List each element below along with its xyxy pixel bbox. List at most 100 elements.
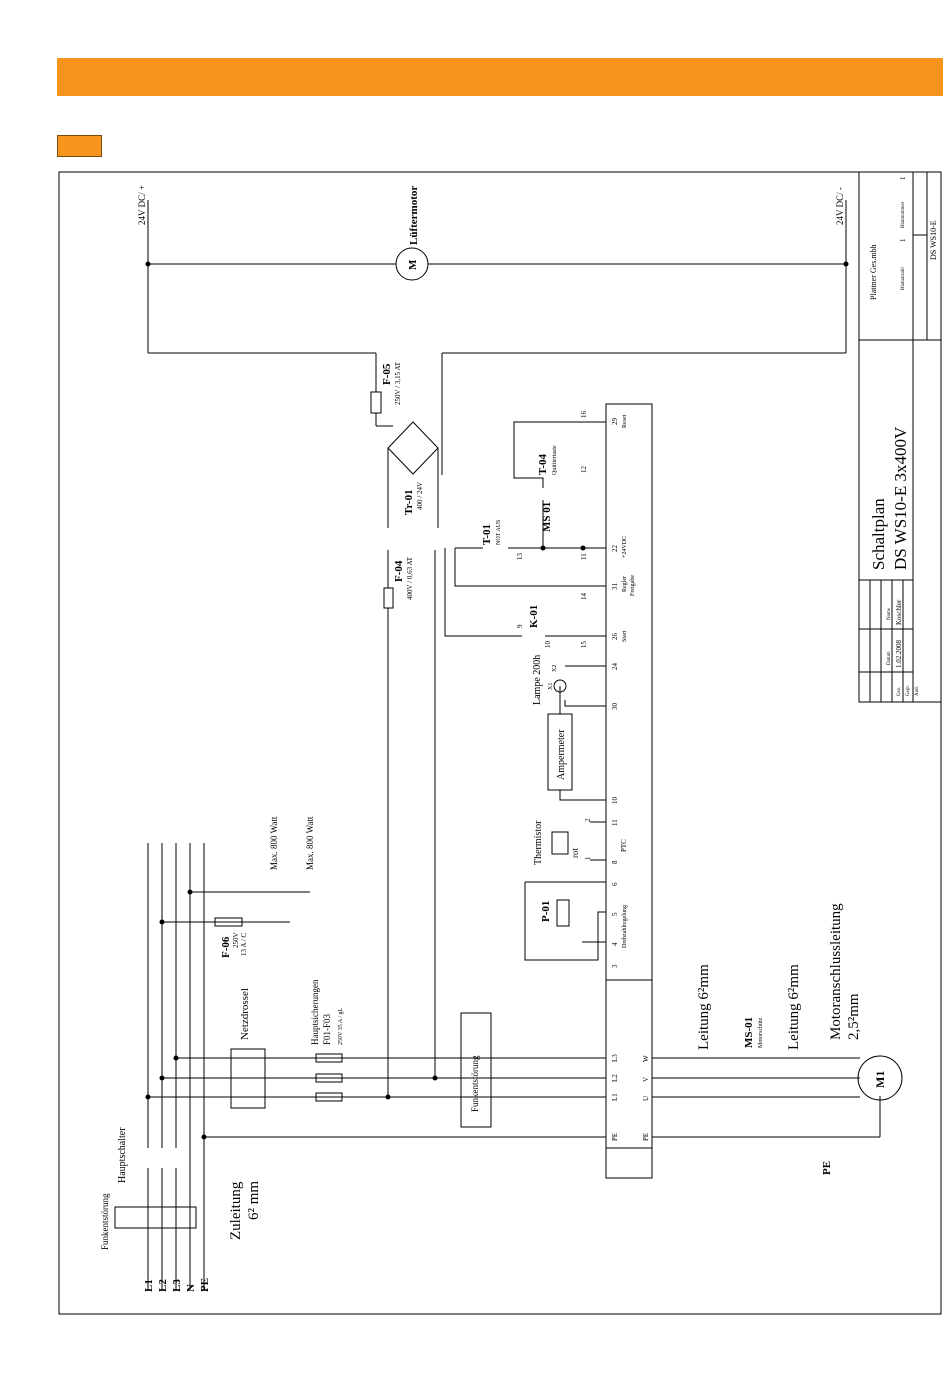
pe-earth-label: PE <box>821 1161 833 1175</box>
terminal-pe-in: PE <box>611 1133 619 1141</box>
funkentstoerung-main-box <box>114 1206 197 1229</box>
wire-11: 11 <box>580 553 588 560</box>
tb-col-name: Name <box>887 607 892 620</box>
thermistor-label: Thermistor <box>533 820 544 865</box>
netzdrossel-label: Netzdrossel <box>239 988 251 1040</box>
funkentstoerung-box <box>460 1012 492 1128</box>
f01f03-label: F01-F03 <box>322 1013 332 1045</box>
fan-symbol: M <box>407 259 419 270</box>
wire-12: 12 <box>580 466 588 474</box>
fuse-f05 <box>370 391 382 414</box>
supply-pe: PE <box>199 1278 211 1292</box>
funkentstoerung-main-label: Funkentstörung <box>100 1193 110 1250</box>
f04-rating: 400V / 0,63 AT <box>406 556 414 600</box>
leitung-label-2: Leitung 6²mm <box>786 964 802 1050</box>
terminal-22: 22 <box>611 545 619 553</box>
terminal-30: 30 <box>611 703 619 711</box>
tb-date: 1.02.2008 <box>895 640 903 669</box>
f05-rating: 250V / 3,15 AT <box>394 361 402 405</box>
motor-m1 <box>857 1055 903 1101</box>
f06-voltage: 250V <box>232 932 240 948</box>
terminal-10: 10 <box>611 797 619 805</box>
control-wiring <box>444 421 606 961</box>
zuleitung-label: Zuleitung <box>228 1181 244 1240</box>
supply-l2: L2 <box>157 1279 169 1292</box>
tb-name: Koschler <box>895 599 903 625</box>
terminal-8: 8 <box>611 860 619 864</box>
wire-13: 13 <box>516 553 524 561</box>
tb-sheet-no-label: Blattnummer <box>901 201 906 228</box>
header-tag <box>57 135 102 157</box>
tb-company: Plattner Ges.mbh <box>869 244 878 300</box>
motor-size-label: 2,5²mm <box>846 993 862 1040</box>
tb-title-1: Schaltplan <box>869 498 888 570</box>
x1-label: X1 <box>548 683 554 690</box>
terminal-w: W <box>642 1055 650 1062</box>
tr01-rating: 400 / 24V <box>416 482 424 510</box>
tb-row-gepr: Gepr. <box>906 685 911 696</box>
tr01-label: Tr-01 <box>403 489 415 515</box>
junction-dots <box>145 261 849 1140</box>
thermistor-box <box>551 831 569 855</box>
tb-sheet-no: 1 <box>899 176 907 180</box>
terminal-v: V <box>642 1077 650 1082</box>
motorschuetz-label: Motorschütz <box>758 1017 764 1048</box>
fuse-f04 <box>383 587 394 609</box>
terminal-3: 3 <box>611 964 619 968</box>
tb-sheet-count: 1 <box>899 238 907 242</box>
lamp-symbol <box>553 679 567 693</box>
f05-label: F-05 <box>381 363 393 385</box>
wire-10: 10 <box>544 641 552 649</box>
terminal-11: 11 <box>611 819 619 826</box>
hauptschalter-label: Hauptschalter <box>117 1127 128 1183</box>
supply-n: N <box>185 1284 197 1292</box>
terminal-regler: Regler <box>622 576 628 592</box>
terminal-reset: Reset <box>622 414 628 428</box>
ampmeter-box <box>547 713 573 791</box>
terminal-26: 26 <box>611 633 619 641</box>
motoranschluss-label: Motoranschlussleitung <box>828 903 844 1040</box>
k01-label: K-01 <box>528 605 540 628</box>
transformer <box>387 550 436 1078</box>
terminal-freigabe: Freigabe <box>630 575 636 596</box>
max800-label-1: Max. 800 Watt <box>269 816 279 870</box>
fan-label: Lüftermotor <box>408 186 420 245</box>
wire-15: 15 <box>580 641 588 649</box>
dc-rails <box>147 200 847 475</box>
drawing-frame <box>58 171 942 1315</box>
dc-minus-label: 24V DC/ - <box>835 187 845 225</box>
terminal-l3: L3 <box>611 1054 619 1062</box>
tb-sheet-count-label: Blattanzahl <box>901 267 906 290</box>
max800-label-2: Max. 800 Watt <box>305 816 315 870</box>
title-block <box>858 171 942 703</box>
terminal-u: U <box>642 1096 650 1101</box>
tb-row-aud: Aud. <box>915 686 920 696</box>
f06-current: 13 A / C <box>240 933 248 956</box>
p01-label: P-01 <box>540 901 552 922</box>
p01-box <box>556 899 570 927</box>
tb-drawing-no: DS WS10-E <box>929 220 938 260</box>
tb-title-2: DS WS10-E 3x400V <box>891 426 910 570</box>
f04-label: F-04 <box>393 560 405 582</box>
terminal-drehzahl: Drehzahlregelung <box>622 905 628 948</box>
t01-label: T-01 <box>481 524 493 545</box>
terminal-29: 29 <box>611 418 619 426</box>
funkentstoerung-label: Funkentstörung <box>470 1055 480 1112</box>
fuse-rating-label: 250V 35 A / gL <box>338 1007 344 1045</box>
terminal-24vdc: +24VDC <box>622 536 628 558</box>
fan-motor <box>395 247 429 281</box>
hauptsicherungen-label: Hauptsicherungen <box>310 979 320 1045</box>
fuse-f06 <box>214 917 243 927</box>
x2-label: X2 <box>552 665 558 672</box>
terminal-6: 6 <box>611 882 619 886</box>
wire-1: 1 <box>584 856 592 860</box>
terminal-start: Start <box>622 630 628 642</box>
motor-m1-label: M1 <box>873 1071 887 1088</box>
dc-plus-label: 24V DC/ + <box>137 185 147 225</box>
terminal-l1: L1 <box>611 1093 619 1101</box>
tb-row-gez: Gez. <box>897 687 902 696</box>
netzdrossel-box <box>230 1048 266 1109</box>
terminal-pe-out: PE <box>642 1133 650 1141</box>
tb-col-datum: Datum <box>887 651 892 665</box>
